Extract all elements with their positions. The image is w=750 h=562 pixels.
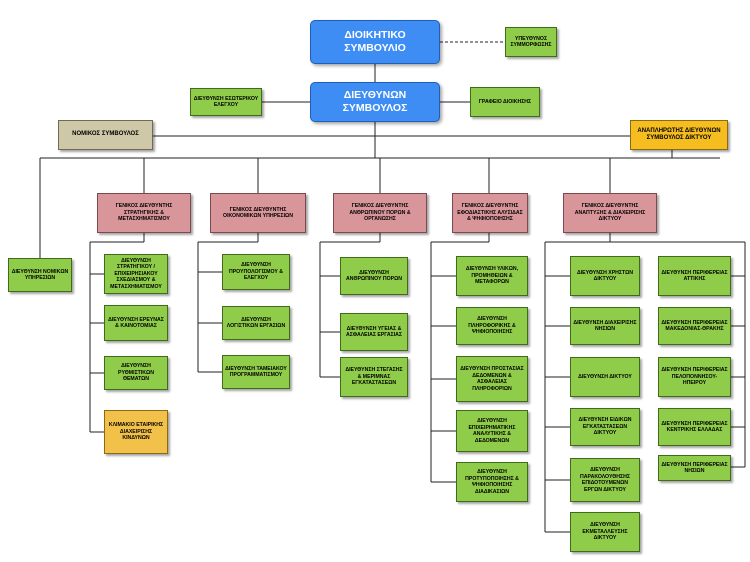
- directorate-box: ΔΙΕΥΘΥΝΣΗ ΛΟΓΙΣΤΙΚΩΝ ΕΡΓΑΣΙΩΝ: [222, 306, 290, 340]
- directorate-box: ΔΙΕΥΘΥΝΣΗ ΔΙΑΧΕΙΡΙΣΗΣ ΝΗΣΙΩΝ: [570, 307, 640, 345]
- board-of-directors-box: ΔΙΟΙΚΗΤΙΚΟ ΣΥΜΒΟΥΛΙΟ: [310, 20, 440, 64]
- directorate-box: ΔΙΕΥΘΥΝΣΗ ΠΛΗΡΟΦΟΡΙΚΗΣ & ΨΗΦΙΟΠΟΙΗΣΗΣ: [456, 307, 528, 345]
- gd-supply-chain-box: ΓΕΝΙΚΟΣ ΔΙΕΥΘΥΝΤΗΣ ΕΦΟΔΙΑΣΤΙΚΗΣ ΑΛΥΣΙΔΑΣ…: [452, 193, 528, 233]
- compliance-officer-box: ΥΠΕΥΘΥΝΟΣ ΣΥΜΜΟΡΦΩΣΗΣ: [505, 27, 557, 57]
- region-directorate-box: ΔΙΕΥΘΥΝΣΗ ΠΕΡΙΦΕΡΕΙΑΣ ΚΕΝΤΡΙΚΗΣ ΕΛΛΑΔΑΣ: [658, 408, 731, 446]
- gd-strategy-box: ΓΕΝΙΚΟΣ ΔΙΕΥΘΥΝΤΗΣ ΣΤΡΑΤΗΓΙΚΗΣ & ΜΕΤΑΣΧΗ…: [97, 193, 191, 233]
- directorate-box: ΔΙΕΥΘΥΝΣΗ ΣΤΡΑΤΗΓΙΚΟΥ / ΕΠΙΧΕΙΡΗΣΙΑΚΟΥ Σ…: [104, 254, 168, 294]
- directorate-box: ΔΙΕΥΘΥΝΣΗ ΕΠΙΧΕΙΡΗΜΑΤΙΚΗΣ ΑΝΑΛΥΤΙΚΗΣ & Δ…: [456, 410, 528, 452]
- directorate-box: ΔΙΕΥΘΥΝΣΗ ΠΑΡΑΚΟΛΟΥΘΗΣΗΣ ΕΠΙΔΟΤΟΥΜΕΝΩΝ Ε…: [570, 458, 640, 502]
- directorate-box: ΔΙΕΥΘΥΝΣΗ ΔΙΚΤΥΟΥ: [570, 357, 640, 397]
- region-directorate-box: ΔΙΕΥΘΥΝΣΗ ΠΕΡΙΦΕΡΕΙΑΣ ΜΑΚΕΔΟΝΙΑΣ-ΘΡΑΚΗΣ: [658, 307, 731, 345]
- legal-advisor-box: ΝΟΜΙΚΟΣ ΣΥΜΒΟΥΛΟΣ: [58, 120, 153, 150]
- directorate-box: ΔΙΕΥΘΥΝΣΗ ΡΥΘΜΙΣΤΙΚΩΝ ΘΕΜΑΤΩΝ: [104, 356, 168, 390]
- ceo-box: ΔΙΕΥΘΥΝΩΝ ΣΥΜΒΟΥΛΟΣ: [310, 82, 440, 122]
- gd-hr-box: ΓΕΝΙΚΟΣ ΔΙΕΥΘΥΝΤΗΣ ΑΝΘΡΩΠΙΝΟΥ ΠΟΡΩΝ & ΟΡ…: [333, 193, 427, 233]
- directorate-box: ΔΙΕΥΘΥΝΣΗ ΧΡΗΣΤΩΝ ΔΙΚΤΥΟΥ: [570, 256, 640, 296]
- directorate-box: ΔΙΕΥΘΥΝΣΗ ΥΓΕΙΑΣ & ΑΣΦΑΛΕΙΑΣ ΕΡΓΑΣΙΑΣ: [340, 313, 408, 351]
- deputy-ceo-box: ΑΝΑΠΛΗΡΩΤΗΣ ΔΙΕΥΘΥΝΩΝ ΣΥΜΒΟΥΛΟΣ ΔΙΚΤΥΟΥ: [630, 120, 728, 150]
- region-directorate-box: ΔΙΕΥΘΥΝΣΗ ΠΕΡΙΦΕΡΕΙΑΣ ΝΗΣΙΩΝ: [658, 455, 731, 481]
- directorate-box: ΔΙΕΥΘΥΝΣΗ ΣΤΕΓΑΣΗΣ & ΜΕΡΙΜΝΑΣ ΕΓΚΑΤΑΣΤΑΣ…: [340, 357, 408, 397]
- directorate-box: ΔΙΕΥΘΥΝΣΗ ΕΡΕΥΝΑΣ & ΚΑΙΝΟΤΟΜΙΑΣ: [104, 305, 168, 341]
- risk-committee-box: ΚΛΙΜΑΚΙΟ ΕΤΑΙΡΙΚΗΣ ΔΙΑΧΕΙΡΙΣΗΣ ΚΙΝΔΥΝΩΝ: [104, 410, 168, 454]
- directorate-box: ΔΙΕΥΘΥΝΣΗ ΠΡΟΤΥΠΟΠΟΙΗΣΗΣ & ΨΗΦΙΟΠΟΙΗΣΗΣ …: [456, 462, 528, 502]
- directorate-box: ΔΙΕΥΘΥΝΣΗ ΕΙΔΙΚΩΝ ΕΓΚΑΤΑΣΤΑΣΕΩΝ ΔΙΚΤΥΟΥ: [570, 408, 640, 446]
- gd-finance-box: ΓΕΝΙΚΟΣ ΔΙΕΥΘΥΝΤΗΣ ΟΙΚΟΝΟΜΙΚΩΝ ΥΠΗΡΕΣΙΩΝ: [210, 193, 306, 233]
- gd-network-box: ΓΕΝΙΚΟΣ ΔΙΕΥΘΥΝΤΗΣ ΑΝΑΠΤΥΞΗΣ & ΔΙΑΧΕΙΡΙΣ…: [563, 193, 657, 233]
- directorate-box: ΔΙΕΥΘΥΝΣΗ ΥΛΙΚΩΝ, ΠΡΟΜΗΘΕΙΩΝ & ΜΕΤΑΦΟΡΩΝ: [456, 256, 528, 296]
- internal-audit-box: ΔΙΕΥΘΥΝΣΗ ΕΣΩΤΕΡΙΚΟΥ ΕΛΕΓΧΟΥ: [190, 88, 262, 116]
- legal-services-box: ΔΙΕΥΘΥΝΣΗ ΝΟΜΙΚΩΝ ΥΠΗΡΕΣΙΩΝ: [8, 258, 72, 292]
- region-directorate-box: ΔΙΕΥΘΥΝΣΗ ΠΕΡΙΦΕΡΕΙΑΣ ΑΤΤΙΚΗΣ: [658, 256, 731, 296]
- admin-office-box: ΓΡΑΦΕΙΟ ΔΙΟΙΚΗΣΗΣ: [470, 87, 540, 117]
- directorate-box: ΔΙΕΥΘΥΝΣΗ ΠΡΟΣΤΑΣΙΑΣ ΔΕΔΟΜΕΝΩΝ & ΑΣΦΑΛΕΙ…: [456, 356, 528, 402]
- directorate-box: ΔΙΕΥΘΥΝΣΗ ΕΚΜΕΤΑΛΛΕΥΣΗΣ ΔΙΚΤΥΟΥ: [570, 512, 640, 552]
- directorate-box: ΔΙΕΥΘΥΝΣΗ ΤΑΜΕΙΑΚΟΥ ΠΡΟΓΡΑΜΜΑΤΙΣΜΟΥ: [222, 355, 290, 389]
- directorate-box: ΔΙΕΥΘΥΝΣΗ ΠΡΟΥΠΟΛΟΓΙΣΜΟΥ & ΕΛΕΓΧΟΥ: [222, 254, 290, 290]
- directorate-box: ΔΙΕΥΘΥΝΣΗ ΑΝΘΡΩΠΙΝΟΥ ΠΟΡΩΝ: [340, 257, 408, 295]
- region-directorate-box: ΔΙΕΥΘΥΝΣΗ ΠΕΡΙΦΕΡΕΙΑΣ ΠΕΛΟΠΟΝΝΗΣΟΥ-ΗΠΕΙΡ…: [658, 357, 731, 397]
